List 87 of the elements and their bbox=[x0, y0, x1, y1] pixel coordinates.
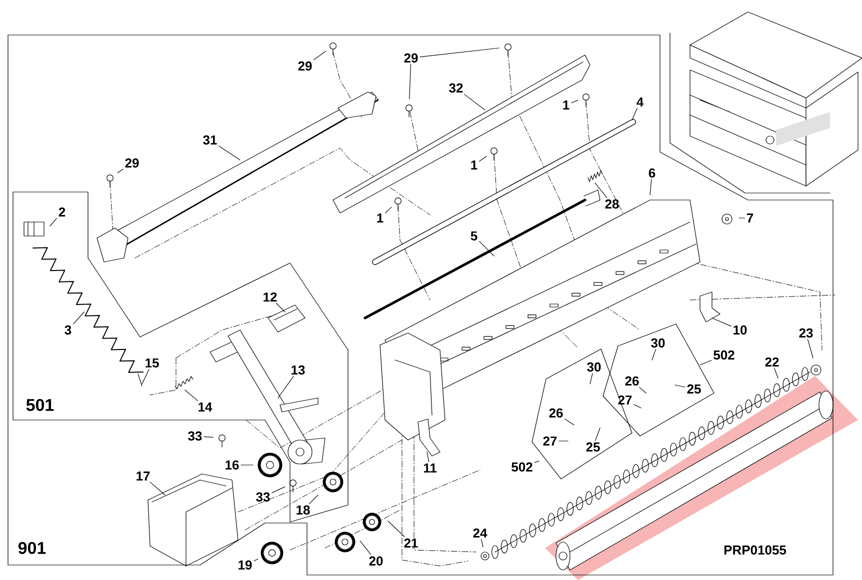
leader-line bbox=[674, 384, 686, 388]
callout-number: 25 bbox=[586, 442, 600, 452]
leader-line bbox=[652, 349, 656, 360]
leader-line bbox=[409, 64, 412, 100]
leader-line bbox=[309, 494, 318, 504]
callout-number: 26 bbox=[549, 408, 563, 418]
leader-line bbox=[774, 368, 778, 378]
callout-number: 16 bbox=[226, 460, 239, 470]
callout-number: 18 bbox=[296, 505, 310, 515]
callout-number: 2 bbox=[58, 207, 66, 217]
callout-number: 13 bbox=[292, 365, 305, 375]
callout-number: 5 bbox=[470, 231, 478, 241]
assembly-number: 501 bbox=[26, 398, 54, 412]
callout-number: 25 bbox=[687, 384, 701, 394]
leader-line bbox=[420, 48, 500, 58]
callout-number: 29 bbox=[125, 158, 139, 168]
callout-number: 11 bbox=[424, 464, 437, 472]
callout-number: 1 bbox=[377, 214, 384, 222]
leader-line bbox=[807, 339, 814, 358]
callout-number: 33 bbox=[188, 431, 202, 441]
leader-line bbox=[650, 179, 652, 196]
leader-line bbox=[558, 440, 568, 442]
drawing-number: PRP01055 bbox=[724, 545, 786, 555]
leader-line bbox=[278, 376, 294, 398]
callout-number: 14 bbox=[198, 402, 212, 412]
callout-number: 502 bbox=[714, 350, 734, 360]
callout-number: 10 bbox=[734, 325, 747, 335]
leader-line bbox=[254, 558, 258, 562]
leader-line bbox=[479, 156, 487, 162]
callout-number: 20 bbox=[369, 556, 383, 566]
leader-line bbox=[385, 206, 392, 214]
leader-line bbox=[314, 50, 326, 60]
leader-line bbox=[595, 428, 600, 441]
leader-line bbox=[590, 373, 593, 384]
leader-line bbox=[426, 452, 430, 462]
callout-number: 30 bbox=[651, 338, 665, 348]
callout-number: 1 bbox=[563, 100, 570, 110]
callout-number: 19 bbox=[238, 560, 252, 570]
leader-line bbox=[479, 241, 494, 256]
leader-line bbox=[564, 418, 574, 426]
leader-line bbox=[388, 520, 405, 538]
leader-line bbox=[534, 460, 540, 463]
callout-number: 31 bbox=[203, 135, 217, 145]
callout-number: 29 bbox=[298, 61, 312, 71]
callout-number: 1 bbox=[471, 160, 478, 170]
callout-number: 4 bbox=[636, 98, 644, 106]
leader-line bbox=[594, 182, 608, 198]
leader-line bbox=[639, 387, 646, 394]
callout-number: 502 bbox=[512, 462, 532, 472]
callout-number: 22 bbox=[765, 357, 779, 367]
leader-line bbox=[272, 486, 286, 494]
callout-number: 33 bbox=[256, 492, 270, 502]
callout-number: 26 bbox=[625, 376, 639, 386]
callout-number: 6 bbox=[648, 168, 656, 178]
leader-line bbox=[73, 312, 84, 324]
leader-line bbox=[184, 390, 198, 402]
group-outline bbox=[602, 324, 714, 436]
callout-number: 3 bbox=[64, 325, 72, 335]
callout-number: 28 bbox=[605, 199, 619, 209]
callout-number: 24 bbox=[473, 528, 488, 538]
leader-line bbox=[117, 168, 124, 174]
leader-line bbox=[276, 302, 286, 312]
leader-line bbox=[240, 464, 254, 466]
callout-number: 21 bbox=[404, 538, 418, 548]
callout-number: 32 bbox=[449, 83, 463, 93]
leader-line bbox=[218, 146, 240, 160]
assembly-number: 901 bbox=[18, 542, 46, 554]
leader-line bbox=[634, 404, 642, 408]
leader-line bbox=[481, 538, 484, 548]
leader-line bbox=[204, 436, 214, 438]
leader-line bbox=[712, 318, 732, 326]
leader-line bbox=[632, 108, 638, 120]
leader-line bbox=[150, 482, 166, 496]
callout-number: 7 bbox=[746, 214, 754, 222]
leader-line bbox=[700, 360, 712, 366]
leader-line bbox=[464, 94, 486, 110]
callout-number: 29 bbox=[404, 53, 418, 63]
leader-line bbox=[360, 540, 372, 555]
leader-line bbox=[142, 368, 150, 384]
leader-line bbox=[50, 218, 57, 226]
callout-number: 27 bbox=[543, 436, 557, 446]
callout-number: 23 bbox=[799, 328, 813, 338]
callout-number: 17 bbox=[136, 472, 150, 480]
callout-number: 12 bbox=[264, 292, 277, 302]
leader-line bbox=[571, 100, 578, 104]
callout-number: 30 bbox=[587, 362, 601, 372]
callout-number: 15 bbox=[146, 358, 159, 368]
